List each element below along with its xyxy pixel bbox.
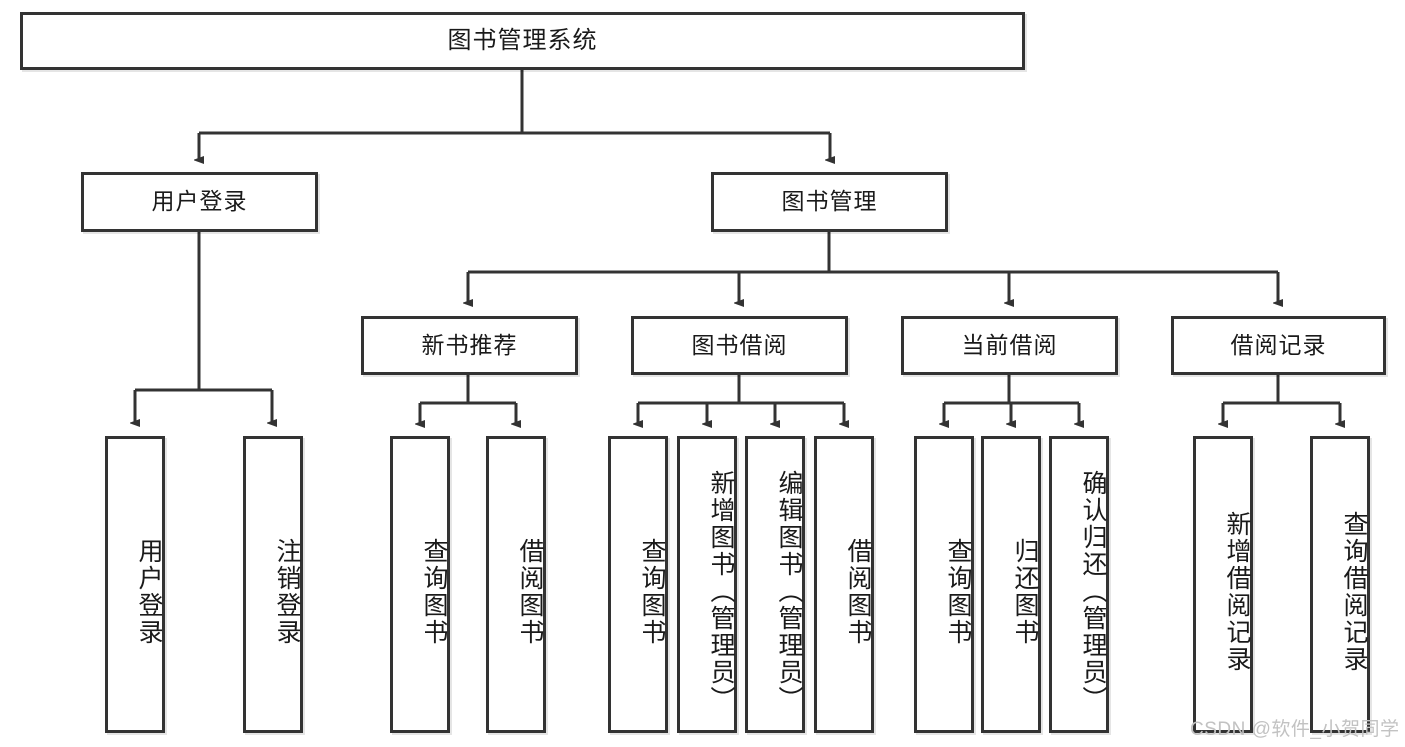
- leaf-borrow-query-book[interactable]: 查询图书: [608, 436, 668, 733]
- leaf-record-query-record[interactable]: 查询借阅记录: [1310, 436, 1370, 733]
- leaf-current-query-book[interactable]: 查询图书: [914, 436, 974, 733]
- node-root-system[interactable]: 图书管理系统: [20, 12, 1025, 70]
- leaf-current-confirm-return-admin[interactable]: 确认归还（管理员）: [1049, 436, 1109, 733]
- leaf-borrow-borrow-book[interactable]: 借阅图书: [814, 436, 874, 733]
- watermark-csdn: CSDN @软件_小贺同学: [1190, 719, 1400, 740]
- node-new-book-recommend[interactable]: 新书推荐: [361, 316, 578, 375]
- leaf-current-return-book[interactable]: 归还图书: [981, 436, 1041, 733]
- leaf-user-login-login[interactable]: 用户登录: [105, 436, 165, 733]
- leaf-record-add-record[interactable]: 新增借阅记录: [1193, 436, 1253, 733]
- node-book-management[interactable]: 图书管理: [711, 172, 948, 232]
- leaf-user-login-logout[interactable]: 注销登录: [243, 436, 303, 733]
- leaf-borrow-edit-book-admin[interactable]: 编辑图书（管理员）: [745, 436, 805, 733]
- node-borrow-record[interactable]: 借阅记录: [1171, 316, 1386, 375]
- leaf-recommend-query-book[interactable]: 查询图书: [390, 436, 450, 733]
- node-current-borrow[interactable]: 当前借阅: [901, 316, 1118, 375]
- node-user-login[interactable]: 用户登录: [81, 172, 318, 232]
- leaf-recommend-borrow-book[interactable]: 借阅图书: [486, 436, 546, 733]
- node-book-borrow[interactable]: 图书借阅: [631, 316, 848, 375]
- leaf-borrow-add-book-admin[interactable]: 新增图书（管理员）: [677, 436, 737, 733]
